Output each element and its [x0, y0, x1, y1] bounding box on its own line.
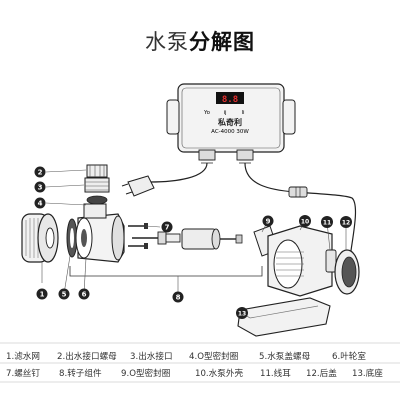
svg-text:5: 5 [62, 291, 67, 299]
diagram-title: 水泵分解图 [0, 26, 400, 56]
screws [128, 223, 148, 249]
legend-row-2: 7.螺丝钉 8.转子组件 9.O型密封圈 10.水泵外壳 11.线耳 12.后盖 13.底座 [6, 367, 400, 384]
svg-text:6: 6 [82, 291, 87, 299]
callout-6: 6 [78, 288, 90, 300]
svg-text:12: 12 [342, 220, 350, 227]
controller-button-label-1: Yo [203, 110, 211, 116]
svg-text:4: 4 [38, 200, 43, 208]
legend-item: 8.转子组件 [59, 369, 102, 379]
callout-11: 11 [321, 216, 333, 228]
rear-cover [334, 249, 360, 295]
legend-item: 5.水泵盖螺母 [259, 352, 311, 362]
callouts: 2 3 4 1 5 6 7 8 9 10 11 12 13 [34, 166, 352, 319]
callout-7: 7 [161, 221, 173, 233]
svg-text:13: 13 [238, 311, 246, 318]
svg-text:8: 8 [176, 294, 181, 302]
outlet-connector [84, 164, 110, 218]
parts-legend: 1.滤水网 2.出水接口螺母 3.出水接口 4.O型密封圈 5.水泵盖螺母 6.叶轮室 7… [6, 350, 400, 384]
callout-13: 13 [236, 307, 248, 319]
controller-display-text: 8.8 [222, 95, 238, 105]
legend-item: 9.O型密封圈 [121, 369, 171, 379]
controller-model: AC-4000 30W [211, 129, 249, 135]
callout-9: 9 [262, 215, 274, 227]
legend-item: 4.O型密封圈 [189, 352, 239, 362]
legend-row-1: 1.滤水网 2.出水接口螺母 3.出水接口 4.O型密封圈 5.水泵盖螺母 6.叶轮室 [6, 350, 400, 367]
legend-item: 11.线耳 [260, 369, 291, 379]
callout-12: 12 [340, 216, 352, 228]
pump-cover-nut [66, 218, 78, 258]
rotor-assembly [132, 228, 243, 250]
callout-10: 10 [299, 215, 311, 227]
title-part2: 分解图 [189, 30, 255, 54]
svg-text:11: 11 [323, 220, 331, 227]
callout-1: 1 [36, 288, 48, 300]
callout-8: 8 [172, 291, 184, 303]
controller-button-label-3: li [241, 110, 245, 116]
cable-lug [325, 249, 337, 273]
legend-item: 3.出水接口 [130, 352, 173, 362]
legend-item: 12.后盖 [306, 369, 337, 379]
svg-text:7: 7 [165, 224, 170, 232]
callout-3: 3 [34, 181, 46, 193]
svg-text:2: 2 [38, 169, 43, 177]
legend-item: 7.螺丝钉 [6, 369, 40, 379]
impeller-chamber [75, 203, 125, 263]
callout-4: 4 [34, 197, 46, 209]
callout-2: 2 [34, 166, 46, 178]
legend-item: 13.底座 [352, 369, 383, 379]
rotor-bracket [69, 266, 263, 277]
svg-text:10: 10 [301, 219, 309, 226]
controller-box: 8.8 Yo ij li 私奇利 AC-4000 30W [166, 83, 296, 164]
svg-text:9: 9 [266, 218, 271, 226]
controller-brand: 私奇利 [217, 117, 242, 127]
power-plug [121, 162, 208, 197]
svg-text:3: 3 [38, 184, 43, 192]
legend-item: 10.水泵外壳 [195, 369, 244, 379]
legend-item: 1.滤水网 [6, 352, 40, 362]
filter-net [21, 213, 59, 263]
controller-display [216, 92, 244, 104]
callout-5: 5 [58, 288, 70, 300]
pump-housing [267, 225, 333, 297]
legend-item: 6.叶轮室 [332, 352, 366, 362]
svg-text:1: 1 [40, 291, 45, 299]
controller-button-label-2: ij [223, 110, 227, 116]
legend-item: 2.出水接口螺母 [57, 352, 117, 362]
title-part1: 水泵 [145, 30, 189, 54]
pump-cable [244, 162, 357, 259]
pump-base [237, 297, 331, 337]
